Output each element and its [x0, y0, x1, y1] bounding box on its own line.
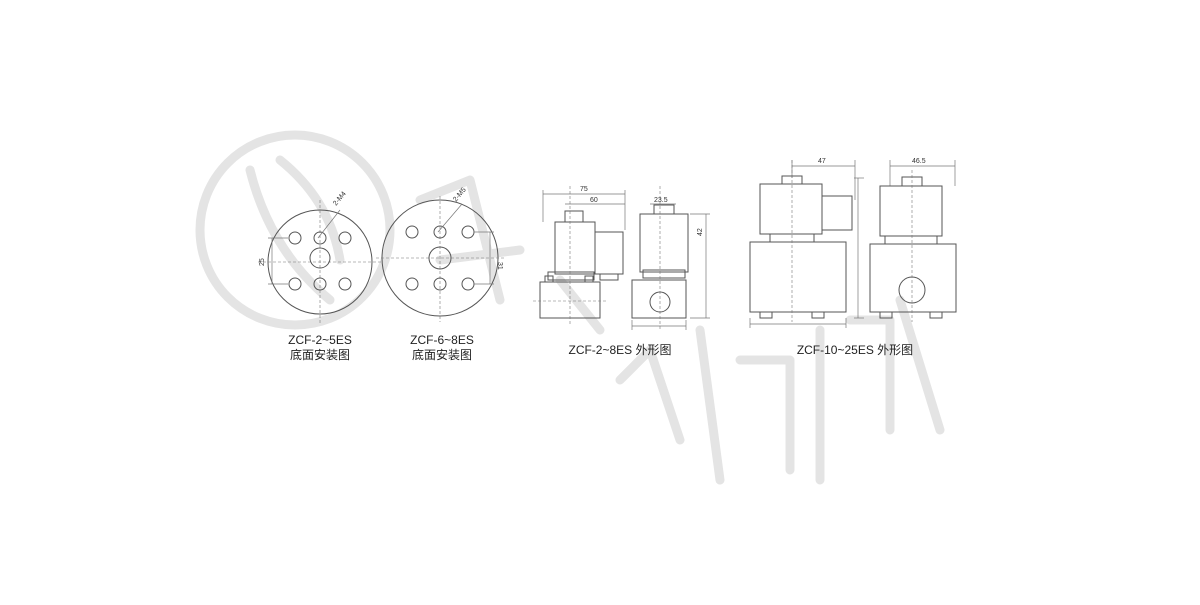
solenoid-coil	[639, 213, 689, 273]
mount-hole	[461, 277, 475, 291]
center-port	[428, 246, 452, 270]
figure-zcf-2-8es-outline: 75 60 23.5 42	[533, 186, 710, 330]
side-view: 46.5	[854, 158, 957, 322]
caption-zcf-6-8es: ZCF-6~8ES 底面安装图	[392, 333, 492, 363]
solenoid-coil	[759, 183, 823, 235]
dimension-label: 25	[259, 258, 266, 266]
outline-label: ZCF-10~25ES 外形图	[796, 343, 914, 357]
caption-zcf-2-5es: ZCF-2~5ES 底面安装图	[270, 333, 370, 363]
mount-hole	[405, 225, 419, 239]
dimension-label: 46.5	[912, 158, 926, 165]
caption-zcf-2-8es: ZCF-2~8ES 外形图	[550, 343, 690, 358]
valve-body	[749, 241, 847, 313]
mount-hole	[338, 277, 352, 291]
mount-hole	[338, 231, 352, 245]
mount-hole	[433, 277, 447, 291]
mount-hole	[288, 231, 302, 245]
hole-callout: 2-M4	[332, 190, 348, 207]
view-label: 底面安装图	[411, 348, 472, 362]
mount-hole	[288, 277, 302, 291]
connector	[594, 231, 624, 275]
front-view: 75 60	[533, 186, 626, 326]
dimension-label: 75	[580, 186, 588, 193]
connector	[821, 195, 853, 231]
figure-zcf-10-25es-outline: 47 46.5	[749, 158, 957, 328]
dimension-label: 60	[590, 197, 598, 204]
valve-body	[631, 279, 687, 319]
side-view: 23.5 42	[631, 186, 710, 330]
dimension-label: 31	[496, 262, 503, 270]
valve-body	[869, 243, 957, 313]
figure-zcf-2-5es-base: 2-M4 25	[258, 190, 382, 324]
mount-hole	[405, 277, 419, 291]
watermark-logo	[195, 130, 945, 485]
center-port	[309, 247, 331, 269]
mount-hole	[313, 231, 327, 245]
dimension-label: 23.5	[654, 197, 668, 204]
solenoid-coil	[879, 185, 943, 237]
caption-zcf-10-25es: ZCF-10~25ES 外形图	[780, 343, 930, 358]
outline-label: ZCF-2~8ES 外形图	[568, 343, 672, 357]
mount-hole	[313, 277, 327, 291]
solenoid-coil	[554, 221, 596, 275]
model-label: ZCF-2~5ES	[288, 333, 352, 347]
dimension-label: 47	[818, 158, 826, 165]
dimension-label: 42	[697, 228, 704, 236]
view-label: 底面安装图	[289, 348, 350, 362]
front-view: 47	[749, 158, 856, 328]
mount-hole	[433, 225, 447, 239]
mount-hole	[461, 225, 475, 239]
model-label: ZCF-6~8ES	[410, 333, 474, 347]
